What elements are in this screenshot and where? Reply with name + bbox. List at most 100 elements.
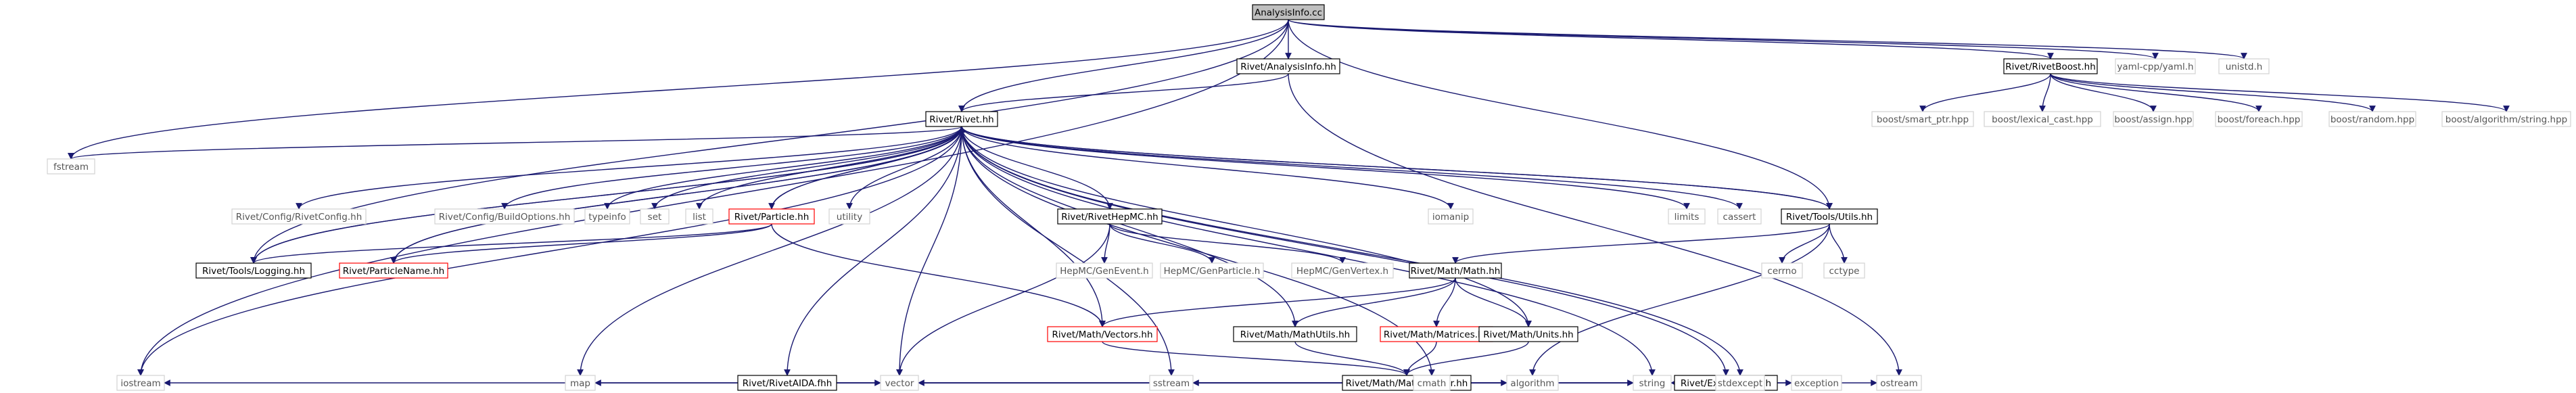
node-string: string xyxy=(1633,375,1672,391)
edge-rivet_rivet_hh-to-cmath xyxy=(961,126,1435,376)
node-box xyxy=(1478,326,1578,342)
node-rivet-math-mathheader-hh[interactable]: Rivet/Math/MathHeader.hh xyxy=(1342,375,1472,391)
edge-analysisinfo_cc-to-yaml_cpp_yaml_h xyxy=(1288,19,2159,60)
edge-analysisinfo_cc-to-iostream xyxy=(137,19,1289,376)
node-cassert: cassert xyxy=(1717,208,1762,225)
node-label: fstream xyxy=(53,162,89,172)
node-boost-foreach: boost/foreach.hpp xyxy=(2215,111,2303,127)
node-box xyxy=(565,375,596,391)
node-label: Rivet/Math/MathUtils.hh xyxy=(1240,329,1350,340)
edge-rivet_rivet_hh-to-rivet_config_rivetconfig xyxy=(296,126,962,210)
edge-rivet_rivet_hh-to-sstream xyxy=(961,126,1175,376)
node-label: Rivet/Math/Vectors.hh xyxy=(1052,329,1152,340)
node-label: Rivet/Tools/Utils.hh xyxy=(1786,212,1873,223)
node-label: iomanip xyxy=(1432,212,1469,223)
node-label: cerrno xyxy=(1767,266,1796,277)
node-rivet-rivethepmc-hh[interactable]: Rivet/RivetHepMC.hh xyxy=(1057,208,1163,225)
node-label: limits xyxy=(1675,212,1700,223)
node-rivet-tools-logging-hh[interactable]: Rivet/Tools/Logging.hh xyxy=(195,262,312,279)
node-rivet-math-math-hh[interactable]: Rivet/Math/Math.hh xyxy=(1409,262,1502,279)
node-label: Rivet/RivetHepMC.hh xyxy=(1061,212,1158,223)
node-box xyxy=(1984,111,2101,127)
edge-rivet_math_vectors_hh-to-rivet_math_mathheader_hh xyxy=(1102,341,1410,376)
node-label: set xyxy=(648,212,662,223)
node-label: Rivet/Math/Units.hh xyxy=(1483,329,1574,340)
edge-rivet_particle_hh-to-rivet_math_vectors_hh xyxy=(771,223,1106,327)
node-rivet-config-rivetconfig: Rivet/Config/RivetConfig.hh xyxy=(231,208,367,225)
edge-rivet_rivet_hh-to-rivet_rivetaida_fhh xyxy=(784,126,962,376)
node-box xyxy=(584,208,630,225)
node-ostream: ostream xyxy=(1876,375,1922,391)
node-rivet-rivetaida-fhh[interactable]: Rivet/RivetAIDA.fhh xyxy=(737,375,837,391)
edge-rivet_rivetboost_hh-to-boost_lexical_cast xyxy=(2039,73,2051,112)
edge-rivet_rivet_hh-to-string xyxy=(961,126,1656,376)
node-label: Rivet/Math/Math.hh xyxy=(1411,266,1501,277)
edge-rivet_math_math_hh-to-rivet_math_units_hh xyxy=(1455,277,1532,327)
node-typeinfo: typeinfo xyxy=(584,208,630,225)
node-label: boost/foreach.hpp xyxy=(2218,114,2301,125)
node-cerrno: cerrno xyxy=(1761,262,1803,279)
node-label: boost/random.hpp xyxy=(2331,114,2414,125)
node-box xyxy=(2218,58,2270,74)
node-rivet-math-matrices-hh[interactable]: Rivet/Math/Matrices.hh xyxy=(1380,326,1493,342)
node-box xyxy=(195,262,312,279)
node-box xyxy=(1291,262,1394,279)
edge-rivet_math_math_hh-to-rivet_math_mathutils_hh xyxy=(1292,277,1456,327)
node-label: ostream xyxy=(1880,378,1918,389)
edge-rivet_rivet_hh-to-limits xyxy=(961,126,1690,210)
node-box xyxy=(1668,208,1706,225)
node-label: AnalysisInfo.cc xyxy=(1255,7,1322,18)
edge-rivet_rivetboost_hh-to-boost_random xyxy=(2050,73,2376,112)
edge-rivet_particle_hh-to-rivet_particlename_hh xyxy=(390,223,772,264)
node-rivet-particle-hh[interactable]: Rivet/Particle.hh xyxy=(728,208,815,225)
node-rivet-particlename-hh[interactable]: Rivet/ParticleName.hh xyxy=(339,262,448,279)
node-box xyxy=(1633,375,1672,391)
node-box xyxy=(1233,326,1357,342)
node-boost-assign: boost/assign.hpp xyxy=(2113,111,2194,127)
edge-rivet_rivetboost_hh-to-boost_foreach xyxy=(2050,73,2262,112)
node-map: map xyxy=(565,375,596,391)
node-rivet-math-units-hh[interactable]: Rivet/Math/Units.hh xyxy=(1478,326,1578,342)
edge-rivet_tools_utils_hh-to-cctype xyxy=(1829,223,1848,264)
node-rivet-rivetboost-hh[interactable]: Rivet/RivetBoost.hh xyxy=(2003,58,2098,74)
node-box xyxy=(828,208,870,225)
node-rivet-rivet-hh[interactable]: Rivet/Rivet.hh xyxy=(925,111,998,127)
node-box xyxy=(685,208,713,225)
node-label: Rivet/ParticleName.hh xyxy=(343,266,444,277)
node-boost-smart-ptr: boost/smart_ptr.hpp xyxy=(1871,111,1974,127)
edge-rivet_math_units_hh-to-rivet_math_mathheader_hh xyxy=(1403,341,1529,376)
node-rivet-math-vectors-hh[interactable]: Rivet/Math/Vectors.hh xyxy=(1047,326,1158,342)
edge-rivet_rivet_hh-to-stdexcept xyxy=(961,126,1743,376)
node-rivet-analysisinfo-hh[interactable]: Rivet/AnalysisInfo.hh xyxy=(1236,58,1340,74)
node-box xyxy=(1428,208,1474,225)
node-box xyxy=(2115,58,2196,74)
edge-rivet_particlename_hh-to-rivet_rivet_hh xyxy=(393,126,965,264)
edge-analysisinfo_cc-to-rivet_tools_utils_hh xyxy=(1288,19,1833,210)
node-boost-lexical-cast: boost/lexical_cast.hpp xyxy=(1984,111,2101,127)
edge-analysisinfo_cc-to-rivet_tools_logging_hh xyxy=(250,19,1289,264)
node-rivet-math-mathutils-hh[interactable]: Rivet/Math/MathUtils.hh xyxy=(1233,326,1357,342)
node-iostream: iostream xyxy=(116,375,165,391)
edge-rivet_rivetboost_hh-to-boost_smart_ptr xyxy=(1919,73,2051,112)
node-label: yaml-cpp/yaml.h xyxy=(2117,62,2193,72)
node-label: exception xyxy=(1794,378,1839,389)
node-box xyxy=(2441,111,2571,127)
node-analysisinfo-cc[interactable]: AnalysisInfo.cc xyxy=(1252,4,1325,20)
node-box xyxy=(1761,262,1803,279)
node-label: Rivet/RivetAIDA.fhh xyxy=(743,378,833,389)
edge-rivet_rivethepmc_hh-to-hepmc_genparticle xyxy=(1109,223,1215,264)
node-rivet-config-buildoptions: Rivet/Config/BuildOptions.hh xyxy=(434,208,575,225)
node-box xyxy=(1056,262,1153,279)
edge-analysisinfo_cc-to-rivet_rivetboost_hh xyxy=(1288,19,2054,60)
node-box xyxy=(1057,208,1163,225)
edge-rivet_rivet_hh-to-iomanip xyxy=(961,126,1454,210)
node-box xyxy=(1506,375,1559,391)
edge-rivet_rivet_hh-to-map xyxy=(577,126,962,376)
node-label: Rivet/Config/RivetConfig.hh xyxy=(236,212,362,223)
node-hepmc-genvertex: HepMC/GenVertex.h xyxy=(1291,262,1394,279)
node-rivet-tools-utils-hh[interactable]: Rivet/Tools/Utils.hh xyxy=(1781,208,1878,225)
node-label: map xyxy=(570,378,590,389)
node-limits: limits xyxy=(1668,208,1706,225)
